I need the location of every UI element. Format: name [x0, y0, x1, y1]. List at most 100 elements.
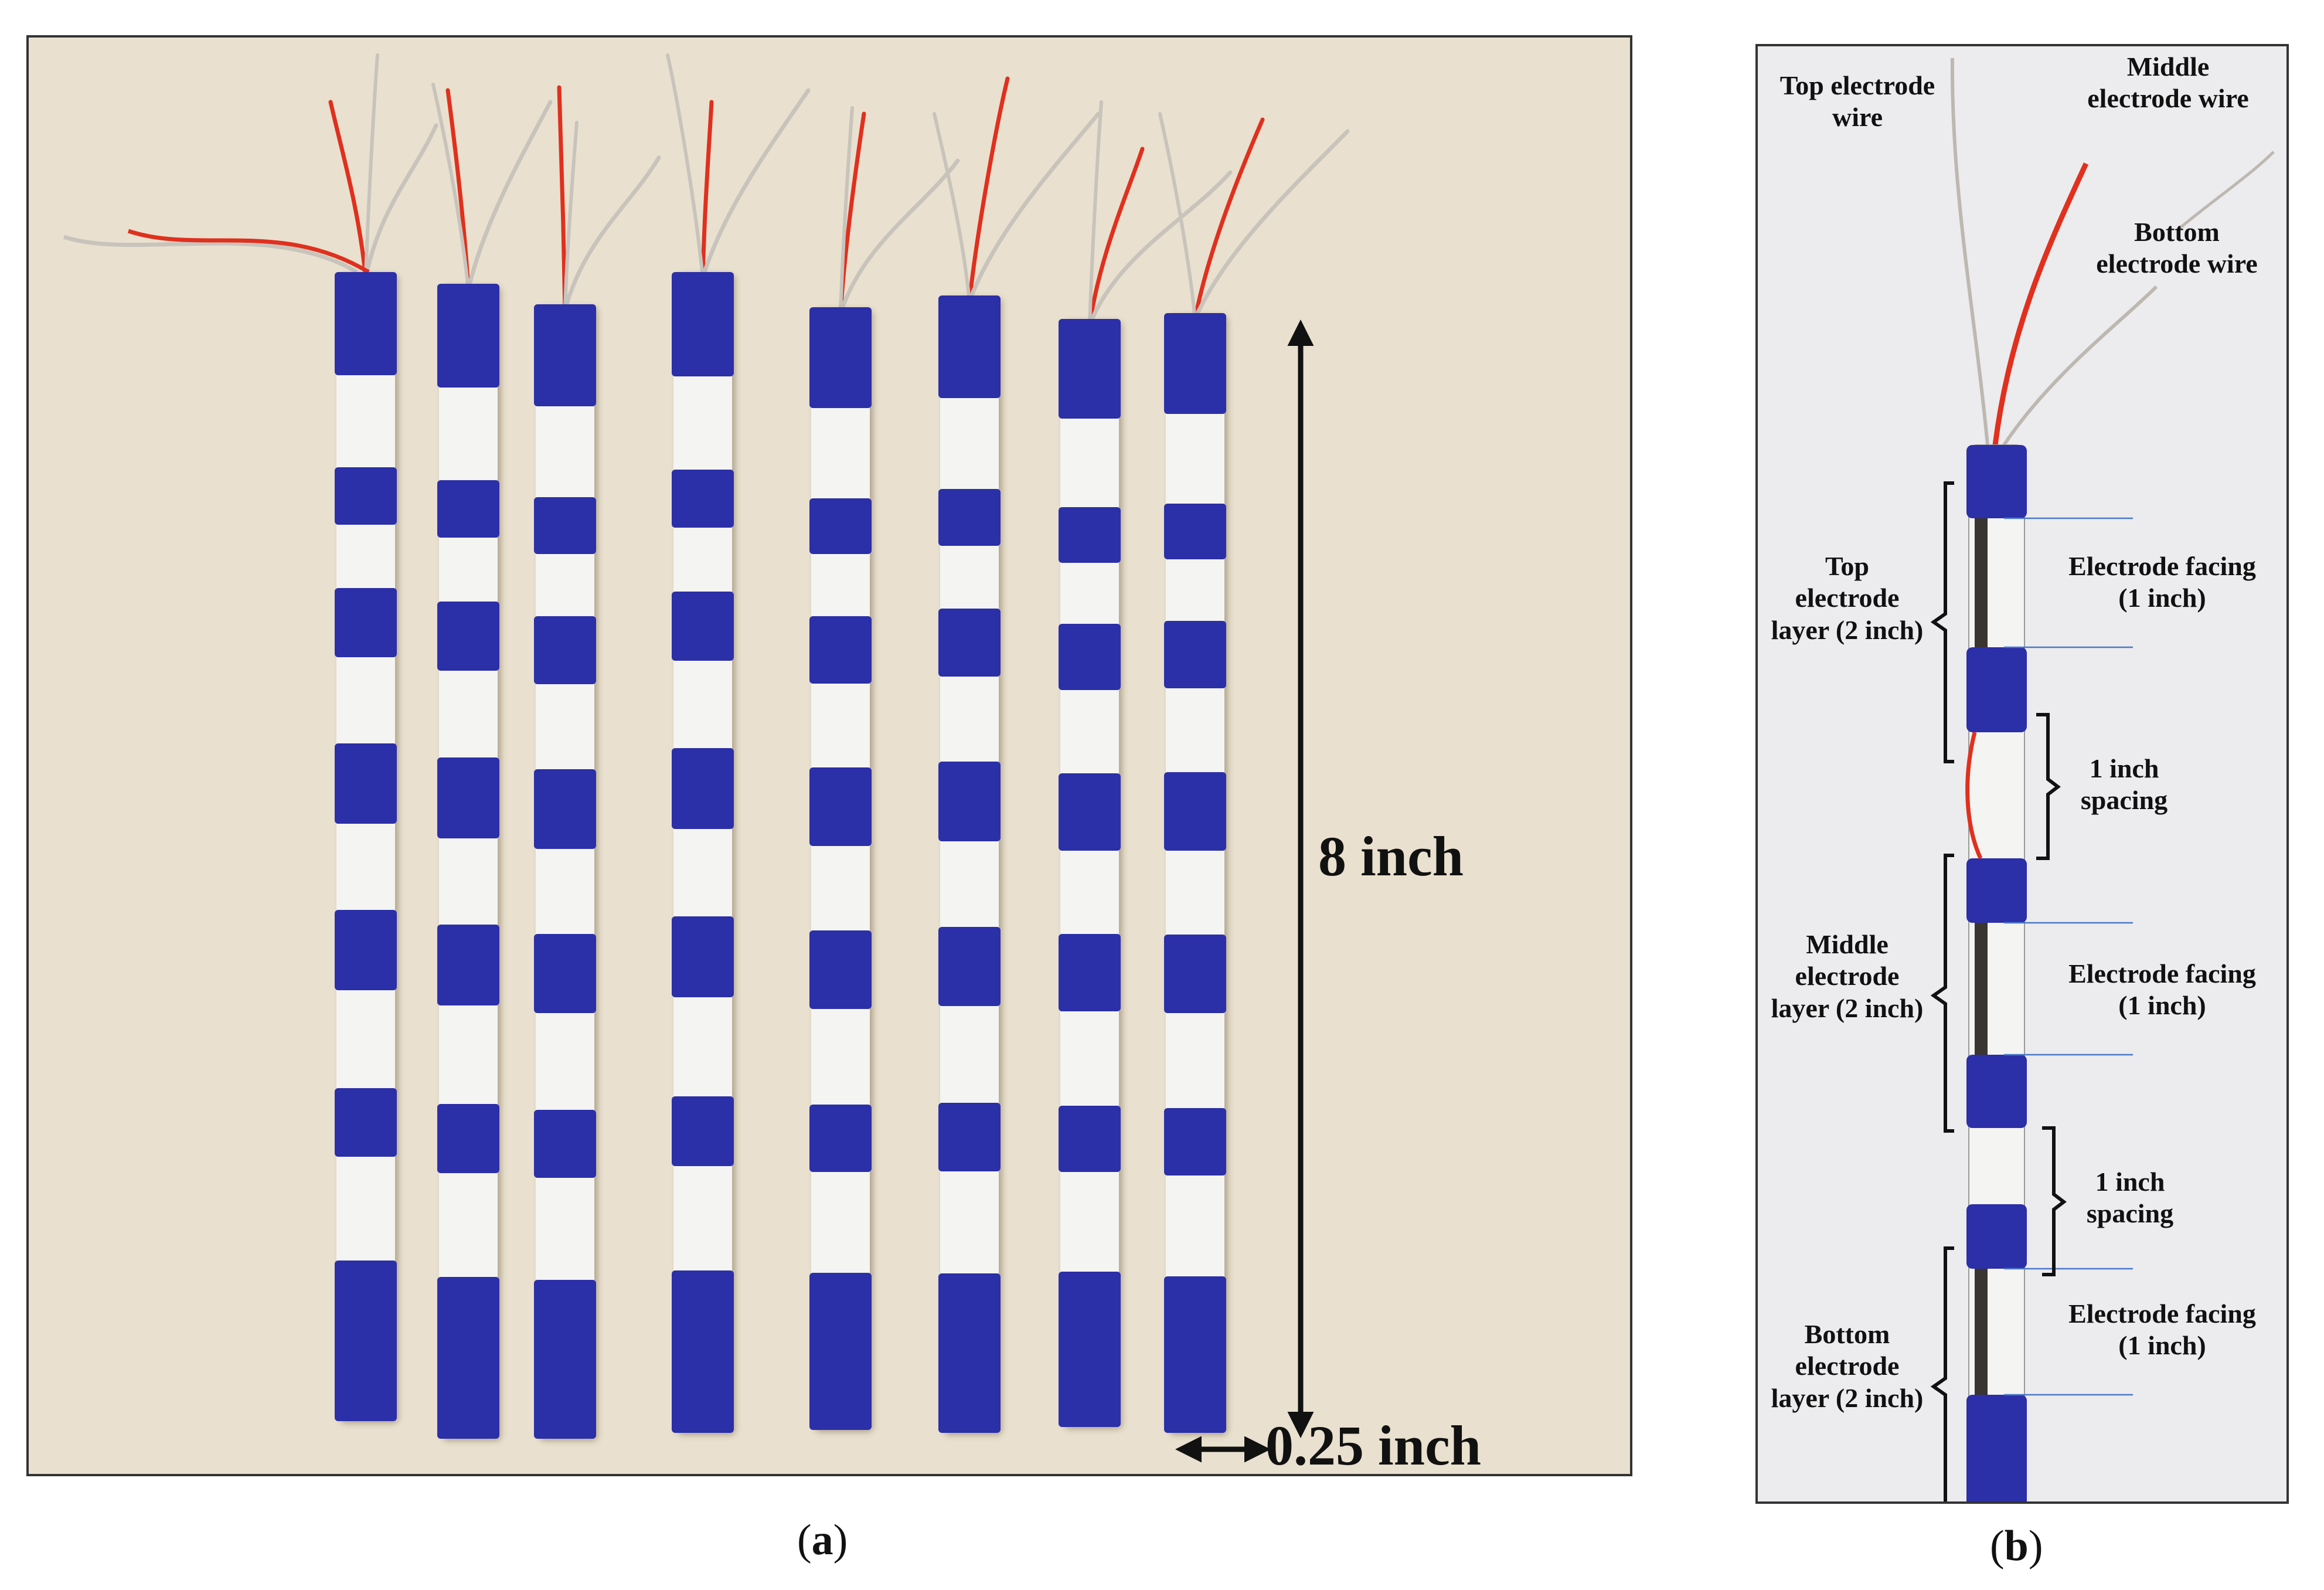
tape-band: [335, 743, 397, 824]
top-facing-label: Electrode facing(1 inch): [2068, 551, 2256, 613]
tape-band: [437, 1277, 499, 1439]
bottom-layer-brace: [1930, 1246, 1954, 1501]
internal-wire: [1965, 732, 1983, 859]
tape-band: [938, 608, 1001, 677]
tape-band: [335, 1088, 397, 1157]
lead-wire: [967, 76, 1010, 304]
upper-spacing-brace: [2036, 713, 2061, 860]
tape-band: [437, 1103, 499, 1173]
tape-band: [534, 1109, 596, 1178]
caption-a: (a): [797, 1516, 848, 1565]
tape-band: [1059, 933, 1121, 1012]
tape-band: [809, 1272, 872, 1430]
lead-wire: [1193, 117, 1265, 321]
tape-band: [1966, 647, 2027, 732]
tape-band: [534, 933, 596, 1014]
caption-a-close: ): [833, 1516, 848, 1564]
tape-band: [1966, 1395, 2027, 1501]
tape-band: [1059, 623, 1121, 691]
braces: [1930, 481, 2067, 1501]
lead-wire: [364, 53, 379, 280]
tape-band: [437, 601, 499, 671]
sensor-rod: [938, 295, 1001, 1433]
tape-band: [335, 909, 397, 990]
top-layer-brace: [1930, 481, 1954, 763]
tape-band: [809, 498, 872, 555]
caption-b-close: ): [2028, 1522, 2043, 1570]
tape-band: [809, 1104, 872, 1172]
lead-wire: [967, 111, 1101, 304]
electrode-facing: [1975, 518, 1988, 647]
tape-band: [938, 1103, 1001, 1171]
tape-band: [335, 272, 397, 376]
lead-wire: [700, 100, 714, 280]
sensor-rod: [672, 272, 734, 1433]
tape-band: [1164, 772, 1226, 851]
lead-wire: [838, 158, 960, 315]
tape-band: [672, 1270, 734, 1433]
lead-wire: [466, 100, 553, 292]
lead-wire: [563, 155, 661, 312]
tape-band: [809, 767, 872, 847]
tape-band: [534, 616, 596, 685]
tape-band: [809, 307, 872, 409]
tape-band: [534, 497, 596, 554]
lead-wire: [1087, 170, 1233, 327]
tape-band: [1059, 507, 1121, 563]
tape-band: [809, 616, 872, 684]
wires-layer: [63, 53, 1350, 327]
lead-wire: [563, 121, 579, 312]
tape-band: [1059, 1272, 1121, 1427]
lead-wire: [63, 235, 358, 274]
tape-band: [672, 916, 734, 998]
lead-wire: [1158, 112, 1197, 321]
electrode-facing: [1975, 1269, 1988, 1395]
tape-band: [1059, 773, 1121, 851]
diameter-label: 0.25 inch: [1265, 1414, 1482, 1476]
tape-band: [938, 488, 1001, 546]
panel-a-photo: 8 inch 0.25 inch: [26, 35, 1632, 1476]
lower-spacing-brace: [2042, 1126, 2067, 1276]
lead-wire: [1088, 100, 1103, 327]
lead-wire: [127, 229, 370, 274]
caption-a-letter: a: [811, 1516, 833, 1564]
length-label: 8 inch: [1318, 825, 1464, 888]
tape-band: [335, 588, 397, 657]
tape-band: [672, 748, 734, 830]
tape-band: [938, 295, 1001, 398]
lead-wire: [700, 88, 811, 280]
sensor-rod: [437, 284, 499, 1439]
bottom-wire-extension: [2179, 151, 2275, 229]
tape-band: [1966, 1055, 2027, 1128]
lead-wire: [1193, 129, 1350, 321]
tape-band: [1059, 1105, 1121, 1173]
dimension-arrows: [1175, 320, 1314, 1463]
lead-wire: [328, 100, 368, 280]
tape-band: [938, 926, 1001, 1007]
tape-band: [938, 762, 1001, 842]
tape-band: [534, 769, 596, 849]
caption-b-open: (: [1990, 1522, 2005, 1570]
top-electrode-wire: [1950, 57, 1989, 446]
tape-band: [938, 1273, 1001, 1433]
sensor-rod: [534, 304, 596, 1439]
electrode-facing: [1975, 923, 1988, 1055]
tape-band: [534, 1280, 596, 1439]
middle-layer-brace: [1930, 854, 1954, 1133]
tape-band: [672, 1096, 734, 1166]
tape-band: [437, 757, 499, 838]
middle-electrode-wire: [1992, 162, 2089, 446]
tape-band: [672, 272, 734, 377]
middle-facing-label: Electrode facing(1 inch): [2068, 959, 2256, 1021]
lead-wire: [666, 53, 705, 280]
tape-band: [1966, 445, 2027, 518]
sensor-rod: [809, 307, 872, 1430]
tape-band: [1164, 621, 1226, 688]
